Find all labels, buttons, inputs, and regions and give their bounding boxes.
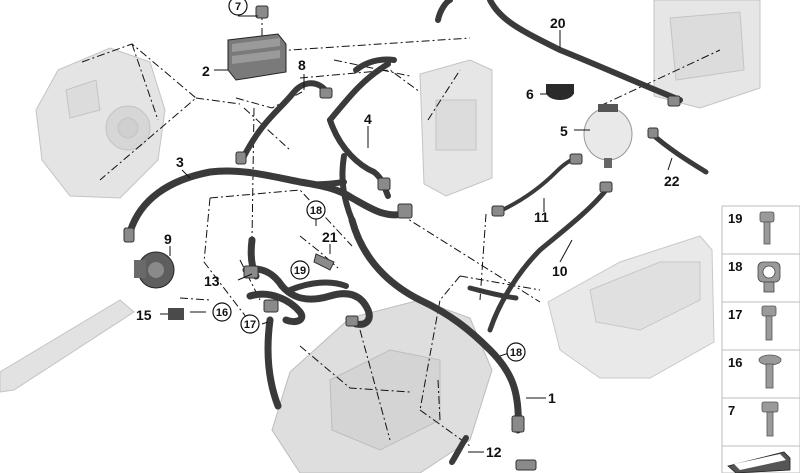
svg-text:16: 16 bbox=[216, 307, 228, 319]
hoses bbox=[126, 0, 709, 465]
svg-text:19: 19 bbox=[294, 265, 306, 277]
label-10: 10 bbox=[552, 263, 568, 279]
sidebar-label-19: 19 bbox=[728, 211, 742, 226]
sidebar-label-7: 7 bbox=[728, 403, 735, 418]
label-9: 9 bbox=[164, 231, 172, 247]
callout-7: 7 bbox=[228, 0, 248, 16]
label-13: 13 bbox=[204, 273, 220, 289]
label-22: 22 bbox=[664, 173, 680, 189]
label-11: 11 bbox=[534, 209, 549, 225]
svg-text:17: 17 bbox=[244, 319, 256, 331]
inverter-top-right bbox=[653, 0, 761, 109]
label-6: 6 bbox=[526, 86, 534, 102]
sidebar-label-17: 17 bbox=[728, 307, 742, 322]
pump-unit-middle bbox=[419, 59, 493, 197]
pump-part-9 bbox=[134, 251, 175, 289]
label-15: 15 bbox=[136, 307, 152, 323]
sensor-part-15 bbox=[168, 308, 184, 320]
label-12: 12 bbox=[486, 444, 502, 460]
hardware-sidebar: 19 18 17 16 7 bbox=[721, 205, 800, 473]
sidebar-label-16: 16 bbox=[728, 355, 742, 370]
label-4: 4 bbox=[364, 111, 372, 127]
label-2: 2 bbox=[202, 63, 210, 79]
sidebar-label-18: 18 bbox=[728, 259, 742, 274]
label-21: 21 bbox=[322, 229, 338, 245]
label-3: 3 bbox=[176, 154, 184, 170]
screw-16-icon bbox=[758, 354, 782, 389]
callout-16: 16 bbox=[212, 302, 232, 322]
callout-18b: 18 bbox=[506, 342, 526, 362]
svg-text:18: 18 bbox=[310, 205, 322, 217]
cooler-part-2 bbox=[227, 33, 287, 81]
bolt-19-icon bbox=[759, 211, 775, 245]
clamp-18-icon bbox=[757, 261, 781, 293]
electric-motor-left bbox=[35, 47, 166, 199]
svg-text:18: 18 bbox=[510, 347, 522, 359]
bolt-17-icon bbox=[761, 305, 777, 341]
svg-text:7: 7 bbox=[235, 1, 241, 13]
callout-19: 19 bbox=[290, 260, 310, 280]
label-8: 8 bbox=[298, 57, 306, 73]
battery-housing-right bbox=[547, 235, 715, 379]
drive-unit-bottom bbox=[271, 299, 493, 473]
callout-18a: 18 bbox=[306, 200, 326, 220]
bolt-7-icon bbox=[761, 401, 779, 437]
bracket-part-21 bbox=[313, 253, 335, 271]
expansion-tank-part-5 bbox=[583, 104, 633, 168]
part-arrow-icon bbox=[727, 451, 791, 473]
leader-lines bbox=[81, 18, 721, 447]
callout-17: 17 bbox=[240, 314, 260, 334]
label-1: 1 bbox=[548, 390, 556, 406]
label-20: 20 bbox=[550, 15, 566, 31]
cap-part-6 bbox=[546, 84, 574, 100]
label-5: 5 bbox=[560, 123, 568, 139]
hose-connectors bbox=[123, 5, 681, 471]
drive-shaft bbox=[0, 299, 135, 393]
callout-lines bbox=[160, 15, 673, 453]
